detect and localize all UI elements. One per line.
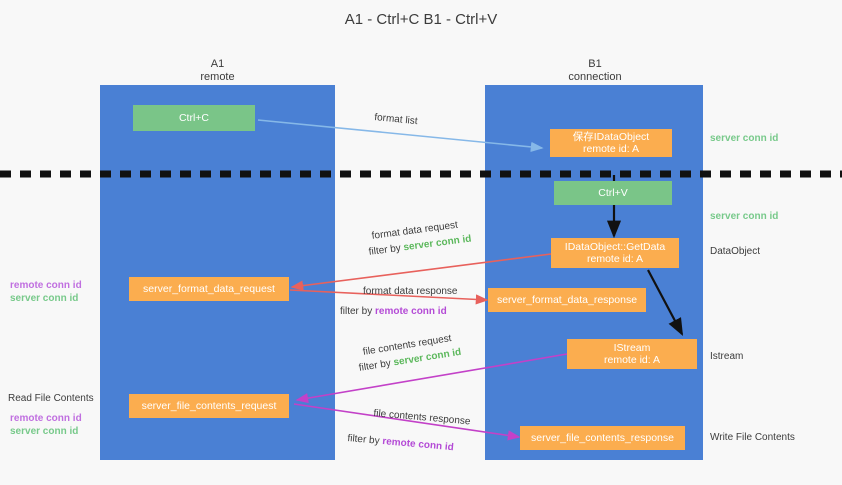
box-save-idataobject[interactable]: 保存IDataObject remote id: A [550, 129, 672, 157]
lane-header-b1: B1 connection [500, 58, 690, 84]
box-server-format-data-response-label: server_format_data_response [496, 294, 638, 306]
annotation-server-conn-id-mid: server conn id [710, 211, 779, 222]
box-server-file-contents-request-label: server_file_contents_request [141, 400, 277, 412]
box-server-file-contents-response-label: server_file_contents_response [530, 432, 674, 444]
lane-b1-name: B1 [588, 58, 602, 70]
title-line-1: A1 - Ctrl+C [344, 11, 420, 28]
title-line-2: B1 - Ctrl+V [423, 11, 498, 28]
box-save-idataobject-line1: 保存IDataObject [572, 131, 650, 143]
box-ctrl-v-label: Ctrl+V [598, 187, 628, 199]
lane-header-a1: A1 remote [120, 58, 315, 84]
box-getdata-line2: remote id: A [586, 253, 644, 265]
box-save-idataobject-line2: remote id: A [582, 143, 640, 155]
edge-label-file-contents-response-filter: filter by remote conn id [346, 432, 455, 454]
annotation-remote-conn-id-1: remote conn id [10, 280, 82, 291]
box-istream-line1: IStream [613, 342, 651, 354]
box-ctrl-c-label: Ctrl+C [178, 112, 210, 124]
box-istream-line2: remote id: A [603, 354, 661, 366]
annotation-write-file-contents: Write File Contents [710, 432, 795, 443]
box-server-file-contents-request[interactable]: server_file_contents_request [129, 394, 289, 418]
lane-a1-name: A1 [210, 58, 225, 70]
box-idataobject-getdata[interactable]: IDataObject::GetData remote id: A [551, 238, 679, 268]
annotation-read-file-contents: Read File Contents [8, 393, 94, 404]
annotation-server-conn-id-top: server conn id [710, 133, 779, 144]
box-server-format-data-request[interactable]: server_format_data_request [129, 277, 289, 301]
box-server-file-contents-response[interactable]: server_file_contents_response [520, 426, 685, 450]
lane-b1-sub: connection [568, 71, 622, 83]
annotation-dataobject: DataObject [710, 246, 761, 257]
annotation-remote-conn-id-2: remote conn id [10, 413, 82, 424]
annotation-server-conn-id-1: server conn id [10, 293, 79, 304]
edge-label-format-data-response: format data response [363, 286, 458, 297]
box-istream[interactable]: IStream remote id: A [567, 339, 697, 369]
edge-label-format-list: format list [373, 111, 419, 128]
edge-label-file-contents-response: file contents response [372, 407, 471, 428]
box-ctrl-c[interactable]: Ctrl+C [133, 105, 255, 131]
lane-a1-sub: remote [200, 71, 235, 83]
annotation-server-conn-id-2: server conn id [10, 426, 79, 437]
box-server-format-data-request-label: server_format_data_request [143, 283, 275, 295]
box-server-format-data-response[interactable]: server_format_data_response [488, 288, 646, 312]
annotation-istream: Istream [710, 351, 744, 362]
box-ctrl-v[interactable]: Ctrl+V [554, 181, 672, 205]
page-title: A1 - Ctrl+C B1 - Ctrl+V [0, 10, 842, 30]
edge-label-format-data-response-filter: filter by remote conn id [340, 306, 447, 317]
box-getdata-line1: IDataObject::GetData [564, 241, 666, 253]
